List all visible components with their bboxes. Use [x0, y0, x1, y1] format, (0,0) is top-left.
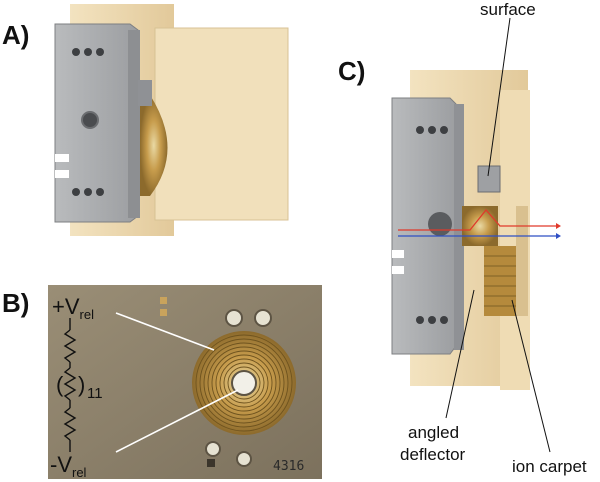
- pcb-pad: [160, 309, 167, 316]
- vplus-leader: [115, 312, 215, 351]
- panel-c-hole: [440, 126, 448, 134]
- panel-a-label: A): [2, 20, 29, 50]
- panel-c-flange-edge: [454, 104, 464, 350]
- panel-c-hole: [428, 126, 436, 134]
- pcb-hole: [205, 441, 221, 457]
- panel-a-flange-edge: [128, 30, 140, 218]
- panel-c: C): [338, 0, 587, 476]
- panel-a-bracket: [138, 80, 152, 106]
- surface-leader: [487, 17, 511, 177]
- pcb-hole: [254, 309, 272, 327]
- resistor-group-count: 11: [87, 385, 103, 402]
- resistor-group-open: (: [56, 372, 64, 397]
- ion-carpet-callout: ion carpet: [512, 457, 587, 476]
- vminus-label: -Vrel: [50, 452, 87, 480]
- pcb-serial-number: 4316: [273, 459, 304, 474]
- panel-c-hole: [428, 316, 436, 324]
- panel-c-label: C): [338, 56, 365, 86]
- panel-c-notch-2: [392, 266, 404, 274]
- angled-deflector-callout-line1: angled: [408, 423, 459, 442]
- pcb-hole: [236, 451, 252, 467]
- panel-a-notch-1: [55, 154, 69, 162]
- pcb-hole: [225, 309, 243, 327]
- panel-a-hole: [84, 188, 92, 196]
- panel-a-notch-2: [55, 170, 69, 178]
- panel-a-center-hole: [81, 111, 99, 129]
- panel-c-copper-carpet: [484, 246, 516, 316]
- pcb-pad: [160, 297, 167, 304]
- panel-c-hole: [440, 316, 448, 324]
- panel-c-beam-red-arrow: [556, 223, 561, 229]
- panel-a-copper-electrode: [140, 95, 168, 196]
- panel-a-hole: [96, 188, 104, 196]
- angled-deflector-callout-line2: deflector: [400, 445, 466, 464]
- panel-a: A): [2, 4, 289, 236]
- resistor-group-close: ): [78, 372, 85, 397]
- panel-b: B): [2, 285, 322, 480]
- surface-callout: surface: [480, 0, 536, 19]
- panel-c-copper-deflector: [462, 206, 498, 246]
- panel-c-aperture: [428, 212, 452, 236]
- deflector-leader: [445, 289, 475, 419]
- panel-c-beam-blue-arrow: [556, 233, 561, 239]
- vplus-label: +Vrel: [52, 294, 94, 322]
- pcb-marker: [207, 459, 215, 467]
- panel-c-hole: [416, 126, 424, 134]
- ion-carpet-leader: [511, 299, 551, 453]
- vminus-leader: [115, 389, 239, 453]
- resistor-chain: [63, 318, 77, 452]
- panel-a-hole: [84, 48, 92, 56]
- panel-a-hole: [96, 48, 104, 56]
- panel-a-hole: [72, 48, 80, 56]
- panel-a-wood-plate: [154, 27, 289, 221]
- panel-c-ion-carpet-plate: [516, 206, 528, 316]
- panel-c-hole: [416, 316, 424, 324]
- panel-c-notch-1: [392, 250, 404, 258]
- panel-a-hole: [72, 188, 80, 196]
- ring-center-hole: [231, 370, 257, 396]
- ring-electrode-tracks: [195, 334, 293, 432]
- panel-b-label: B): [2, 288, 29, 318]
- panel-c-beam-red: [398, 208, 556, 231]
- panel-c-carpet-tracks: [484, 255, 516, 307]
